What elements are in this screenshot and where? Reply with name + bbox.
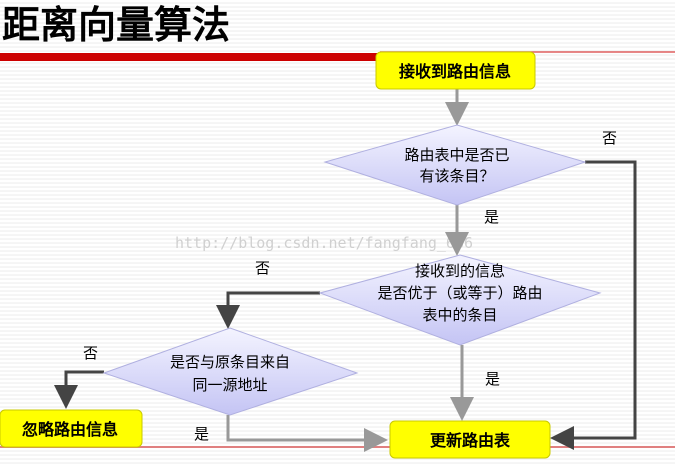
svg-text:表中的条目: 表中的条目	[422, 306, 497, 324]
label-d2-no: 否	[255, 259, 270, 277]
node-decision-same-source: 是否与原条目来自 同一源地址	[102, 327, 359, 416]
node-decision-has-entry: 路由表中是否已 有该条目？	[323, 124, 587, 206]
svg-text:路由表中是否已: 路由表中是否已	[404, 146, 509, 164]
title-underline	[0, 53, 380, 61]
svg-text:同一源地址: 同一源地址	[192, 376, 267, 394]
label-d2-yes: 是	[485, 370, 500, 388]
edge-d1-no	[550, 160, 637, 450]
page-title: 距离向量算法	[2, 2, 230, 47]
node-start: 接收到路由信息	[375, 51, 536, 90]
node-decision-better: 接收到的信息 是否优于（或等于）路由 表中的条目	[318, 254, 602, 346]
watermark: http://blog.csdn.net/fangfang_666	[175, 234, 473, 252]
svg-text:是否优于（或等于）路由: 是否优于（或等于）路由	[377, 284, 542, 302]
label-d3-no: 否	[83, 344, 98, 362]
node-update: 更新路由表	[389, 420, 551, 459]
svg-text:忽略路由信息: 忽略路由信息	[22, 420, 118, 439]
label-d1-no: 否	[602, 129, 617, 147]
svg-text:是否与原条目来自: 是否与原条目来自	[170, 353, 290, 371]
edge-d2-no	[216, 291, 320, 329]
svg-text:接收到的信息: 接收到的信息	[415, 262, 505, 280]
svg-text:更新路由表: 更新路由表	[430, 431, 511, 450]
node-ignore: 忽略路由信息	[0, 409, 143, 448]
edge-d3-yes	[226, 415, 388, 452]
label-d3-yes: 是	[194, 425, 209, 443]
svg-text:接收到路由信息: 接收到路由信息	[399, 62, 511, 81]
svg-text:有该条目？: 有该条目？	[419, 167, 494, 185]
edge-d3-no	[54, 370, 104, 409]
label-d1-yes: 是	[484, 208, 499, 226]
